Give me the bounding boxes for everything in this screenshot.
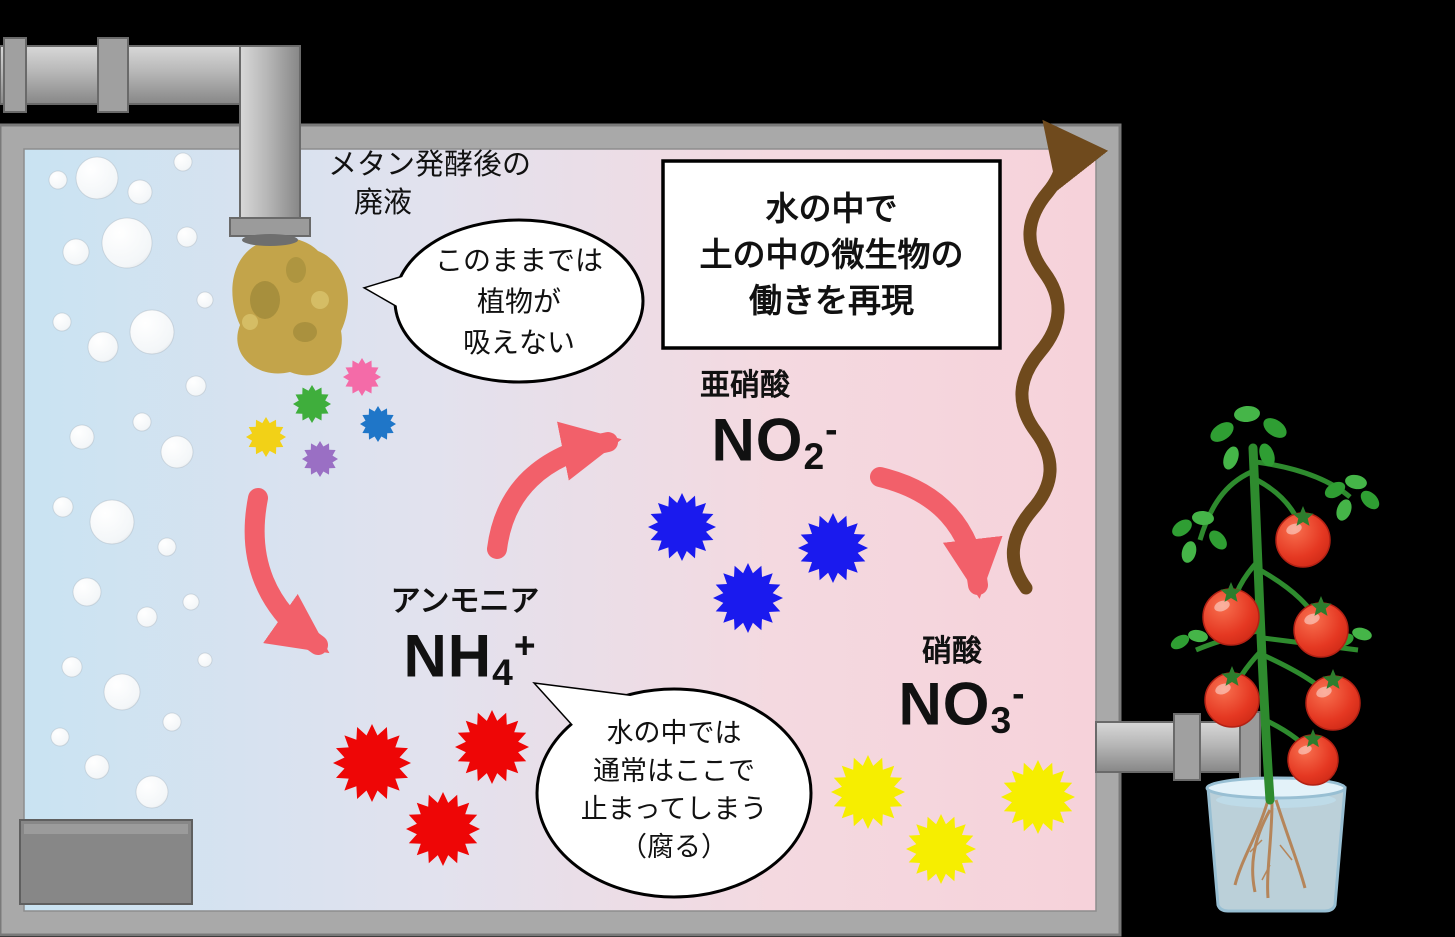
speech1-line3: 吸えない	[462, 327, 575, 358]
microbe-icon	[831, 755, 905, 829]
speech-bubble-2	[532, 682, 813, 899]
nitrite-formula-sup: -	[825, 408, 839, 450]
speech-bubble-1-text: このままでは 植物が 吸えない	[398, 240, 640, 363]
tomatoes	[1202, 506, 1361, 786]
info-box-text: 水の中で 土の中の微生物の 働きを再現	[665, 186, 998, 324]
tomato-plant	[1170, 405, 1380, 805]
roots	[1233, 799, 1307, 899]
tomato-calyx-icon	[1322, 669, 1344, 689]
influent-label-line1: メタン発酵後の	[328, 149, 532, 181]
speech2-line3: 止まってしまう	[580, 794, 768, 824]
tomato-calyx-icon	[1220, 582, 1242, 602]
speech-bubble-2-text: 水の中では 通常はここで 止まってしまう （腐る）	[538, 714, 810, 866]
microbe-icon	[343, 358, 381, 396]
microbe-icon	[246, 417, 286, 457]
arrow-to-ammonia	[244, 488, 330, 655]
tomato-calyx-icon	[1310, 596, 1332, 616]
outlet-pipe	[1095, 711, 1261, 783]
influent-label: メタン発酵後の 廃液	[328, 146, 568, 222]
nitrate-formula: NO3-	[827, 658, 1097, 755]
microbe-icon	[333, 724, 411, 802]
arrow-nitrite-to-nitrate	[870, 467, 1003, 599]
microbes-nitrite	[648, 493, 868, 633]
ammonia-formula-sup: +	[513, 624, 537, 666]
nitrate-formula-base: NO	[898, 670, 991, 738]
nitrate-name: 硝酸	[922, 635, 982, 668]
tomato-calyx-icon	[1221, 666, 1243, 686]
diffuser-box	[19, 819, 193, 905]
speech1-line1: このままでは	[434, 245, 603, 276]
microbe-icon	[798, 513, 868, 583]
microbes-ammonia	[333, 710, 529, 866]
tomato-calyx-icon	[1292, 506, 1314, 526]
tomato-calyx-icon	[1303, 729, 1323, 748]
inlet-pipe	[0, 37, 311, 246]
hydroponic-container	[1205, 776, 1347, 913]
microbe-icon	[713, 563, 783, 633]
microbe-icon	[302, 441, 338, 477]
ammonia-formula-base: NH	[403, 622, 493, 690]
microbes-nitrate	[831, 755, 1075, 884]
microbe-icon	[906, 814, 976, 884]
speech1-line2: 植物が	[476, 286, 561, 317]
sludge-blob	[232, 237, 348, 376]
microbe-icon	[1001, 760, 1075, 834]
nitrate-formula-sup: -	[1012, 672, 1026, 714]
microbe-icon	[455, 710, 529, 784]
speech2-line1: 水の中では	[606, 718, 742, 748]
nitrite-name: 亜硝酸	[700, 369, 790, 402]
microbe-icon	[360, 406, 396, 442]
ammonia-formula-sub: 4	[492, 650, 514, 693]
microbe-icon	[648, 493, 716, 561]
nitrite-formula-sub: 2	[803, 434, 826, 477]
nitrate-formula-sub: 3	[990, 698, 1013, 741]
ammonia-formula: NH4+	[335, 610, 605, 707]
arrow-output-wavy	[1007, 119, 1109, 595]
nitrite-formula: NO2-	[640, 394, 910, 491]
info-box-line3: 働きを再現	[749, 282, 914, 319]
info-box-line2: 土の中の微生物の	[699, 236, 964, 273]
process-arrows	[244, 421, 1003, 655]
arrow-ammonia-to-nitrite	[487, 421, 622, 559]
info-box	[661, 159, 1002, 350]
microbes-mixed	[246, 358, 396, 477]
microbe-icon	[406, 792, 480, 866]
leaves	[1170, 405, 1380, 650]
ammonia-name: アンモニア	[390, 585, 540, 618]
microbe-icon	[293, 385, 331, 423]
bubbles	[48, 152, 214, 866]
speech-bubble-1	[362, 218, 645, 384]
nitrite-formula-base: NO	[711, 406, 804, 474]
info-box-line1: 水の中で	[765, 190, 898, 227]
speech2-line2: 通常はここで	[593, 756, 755, 786]
influent-label-line2: 廃液	[354, 187, 413, 219]
speech2-line4: （腐る）	[620, 832, 728, 862]
